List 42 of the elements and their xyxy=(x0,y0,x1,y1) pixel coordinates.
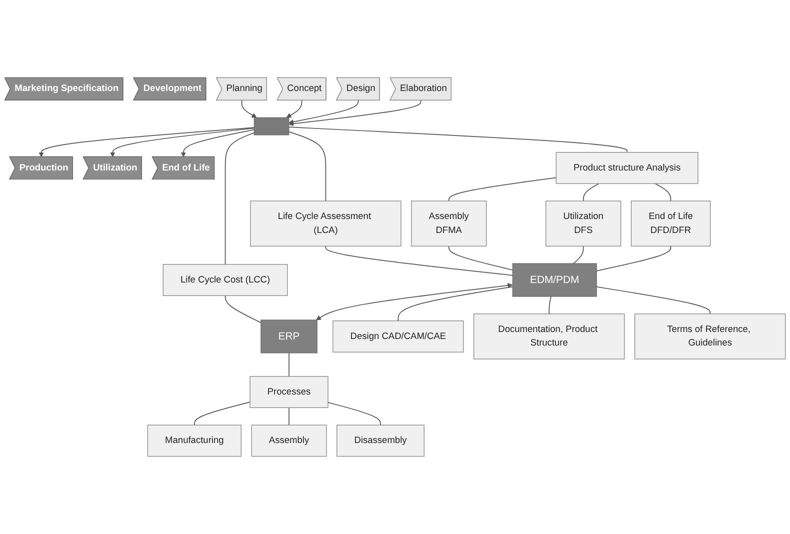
connector xyxy=(596,246,672,272)
node-box: Life Cycle Cost (LCC) xyxy=(162,264,288,296)
arrow xyxy=(110,128,255,158)
node-box: ERP xyxy=(260,320,318,354)
connector xyxy=(194,402,250,426)
node-box: Assembly xyxy=(251,424,327,457)
node-box: Life Cycle Assessment (LCA) xyxy=(250,200,402,246)
node-box: End of Life DFD/DFR xyxy=(630,200,711,246)
connector xyxy=(582,183,600,202)
connector xyxy=(573,246,584,264)
connector xyxy=(224,295,262,324)
node-box: Utilization DFS xyxy=(546,200,622,246)
node-box: Documentation, Product Structure xyxy=(474,314,625,360)
connector xyxy=(288,131,326,202)
connector xyxy=(448,177,557,202)
connector xyxy=(325,246,514,276)
arrow xyxy=(288,100,359,124)
arrow xyxy=(180,129,255,158)
node-box: Manufacturing xyxy=(147,424,242,457)
node-box: EDM/PDM xyxy=(512,263,597,297)
node-box: Processes xyxy=(250,376,328,408)
node-box: Design CAD/CAM/CAE xyxy=(332,320,464,352)
arrow xyxy=(316,283,513,320)
arrow xyxy=(288,100,422,126)
arrow xyxy=(286,100,302,118)
connector xyxy=(288,126,628,153)
connector xyxy=(398,286,514,322)
connector xyxy=(548,296,552,314)
connector xyxy=(224,132,255,265)
connector xyxy=(288,407,290,426)
node-box: Product structure Analysis xyxy=(556,152,698,184)
connector xyxy=(596,286,711,314)
connector xyxy=(654,183,672,202)
connector xyxy=(288,352,290,377)
arrow xyxy=(38,127,255,158)
arrow xyxy=(241,100,257,118)
node-box: Disassembly xyxy=(336,424,424,457)
node-box: Assembly DFMA xyxy=(411,200,487,246)
connector xyxy=(328,402,381,426)
node-bar xyxy=(254,117,290,136)
node-box: Terms of Reference, Guidelines xyxy=(634,314,786,360)
connector xyxy=(448,246,514,270)
